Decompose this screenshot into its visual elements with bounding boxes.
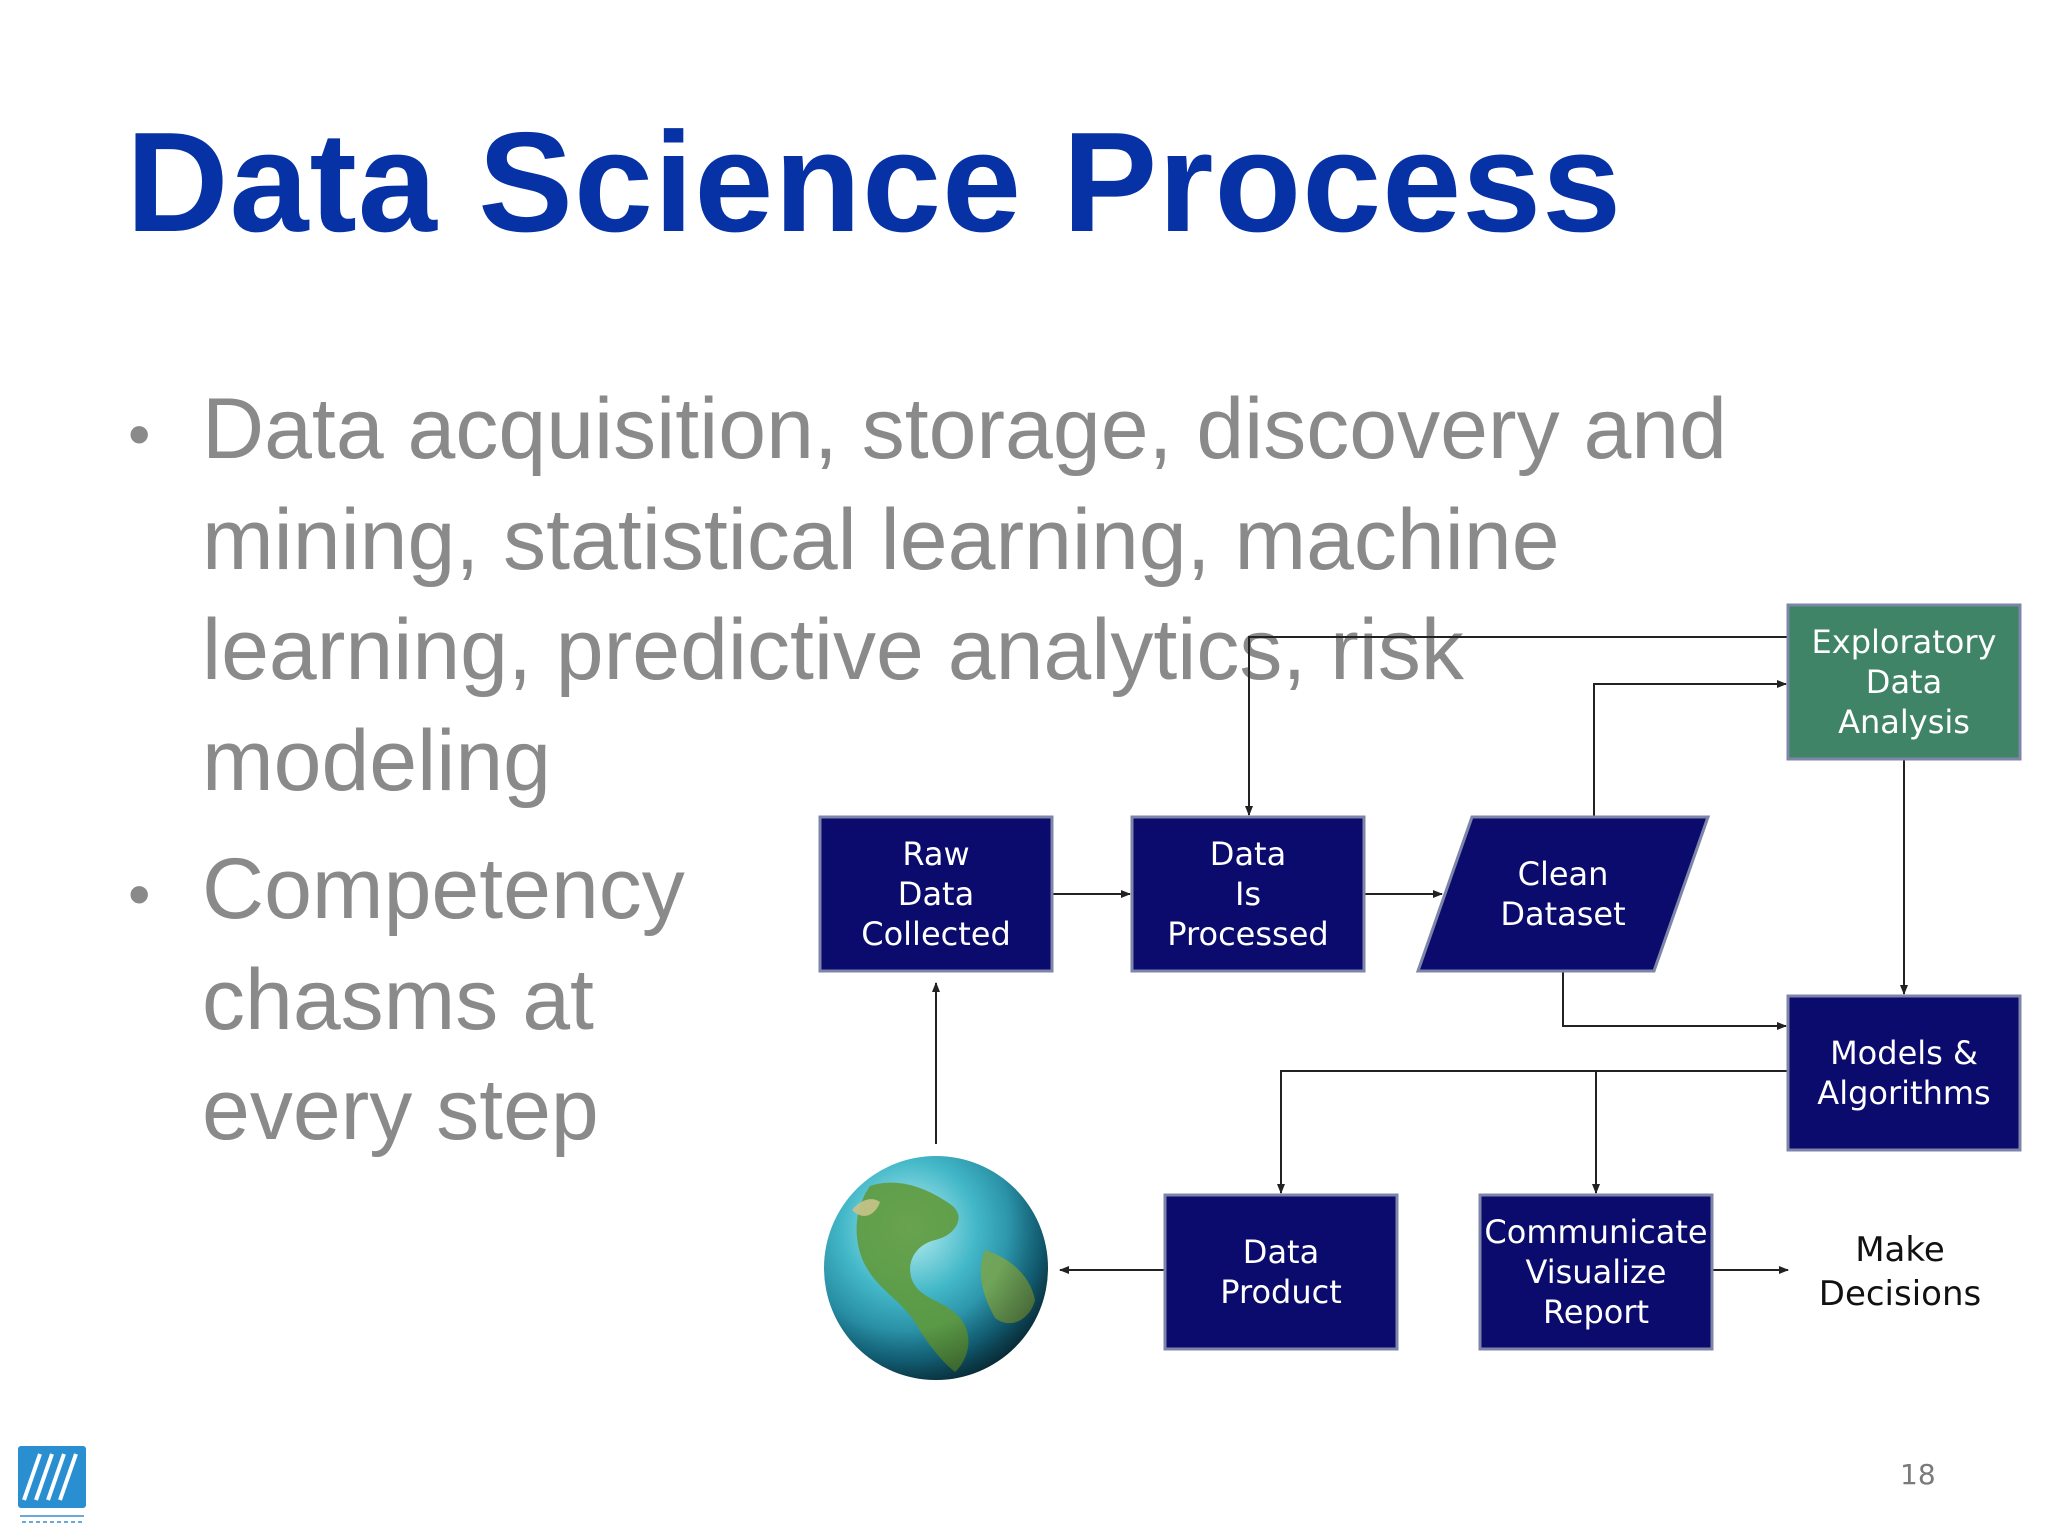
node-models: Models &Algorithms <box>1786 994 2022 1152</box>
node-label: Make <box>1855 1230 1945 1270</box>
node-label: Data <box>1243 1233 1319 1271</box>
node-box <box>1478 1193 1714 1351</box>
node-label: Data <box>1210 835 1286 873</box>
node-label: Decisions <box>1819 1274 1981 1314</box>
node-label: Data <box>1866 663 1942 701</box>
node-box <box>818 815 1054 973</box>
node-label: Raw <box>902 835 969 873</box>
edges-layer <box>932 636 1908 1274</box>
edge-models-to-data-product <box>1277 1070 1788 1194</box>
nodes-layer: RawDataCollectedDataIsProcessedCleanData… <box>818 603 2022 1380</box>
node-box <box>1130 815 1366 973</box>
node-label: Dataset <box>1500 895 1625 933</box>
node-label: Algorithms <box>1817 1074 1990 1112</box>
node-box <box>1786 603 2022 761</box>
edge-clean-dataset-to-models <box>1562 971 1787 1030</box>
node-label: Data <box>898 875 974 913</box>
edge-eda-to-data-processed <box>1245 636 1788 816</box>
slide-title: Data Science Process <box>126 103 1623 262</box>
node-label: Models & <box>1830 1034 1978 1072</box>
node-label: Collected <box>861 915 1011 953</box>
node-label: Product <box>1220 1273 1342 1311</box>
page-number: 18 <box>1900 1458 1936 1491</box>
node-label: Report <box>1543 1293 1649 1331</box>
node-box <box>1786 994 2022 1152</box>
node-label: Is <box>1235 875 1261 913</box>
company-logo-icon <box>18 1446 86 1523</box>
node-box <box>1163 1193 1399 1351</box>
node-label: Communicate <box>1484 1213 1707 1251</box>
earth-globe-icon <box>824 1156 1048 1380</box>
node-label: Processed <box>1167 915 1328 953</box>
node-label: Exploratory <box>1812 623 1997 661</box>
node-label: Clean <box>1518 855 1609 893</box>
edge-clean-dataset-to-eda <box>1593 680 1787 817</box>
node-label: Visualize <box>1526 1253 1667 1291</box>
node-label: Analysis <box>1838 703 1970 741</box>
node-parallelogram <box>1415 815 1711 973</box>
